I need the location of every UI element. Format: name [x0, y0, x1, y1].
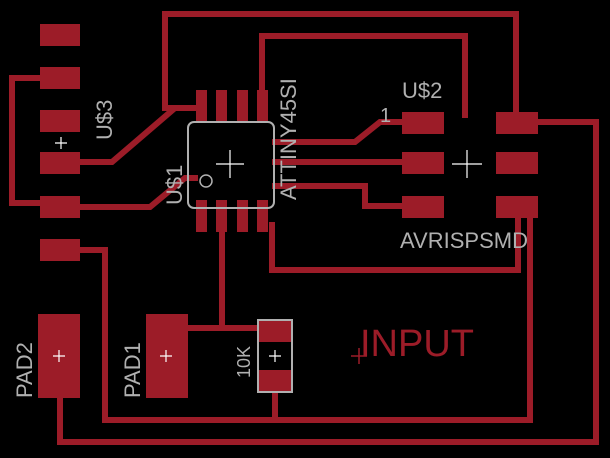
- u1-part-label: ATTINY45SI: [276, 78, 301, 200]
- trace-inner-top: [259, 33, 468, 118]
- resistor-pad-bottom: [258, 370, 292, 392]
- u1-pin-5: [257, 90, 268, 122]
- pad2: PAD2: [12, 314, 80, 398]
- u3-pad-5: [40, 196, 80, 218]
- u2-origin-cross: [452, 150, 482, 178]
- u2-pad-2: [496, 112, 538, 134]
- u3-header: U$3: [40, 24, 117, 261]
- u1-pin-1: [196, 200, 207, 232]
- input-label: INPUT: [360, 323, 474, 365]
- u1-pin-8: [196, 90, 207, 122]
- u2-pad-3: [402, 152, 444, 174]
- resistor-outline: [257, 319, 293, 393]
- trace-u2-pin1: [272, 119, 407, 145]
- u1-chip: U$1 ATTINY45SI: [162, 78, 301, 232]
- resistor-pad-top: [258, 320, 292, 342]
- u1-pin1-marker: [199, 174, 213, 188]
- resistor-label: 10K: [234, 346, 254, 378]
- u2-pad-6: [496, 196, 538, 218]
- u1-pin-4: [257, 200, 268, 232]
- pad1: PAD1: [120, 314, 188, 398]
- u3-pad-6: [40, 239, 80, 261]
- u3-pad-2: [40, 67, 80, 89]
- u2-header: U$2 1 AVRISPSMD: [380, 78, 538, 253]
- u2-pin1-label: 1: [380, 105, 391, 127]
- trace-u3-diagonal: [77, 105, 205, 165]
- resistor-origin-cross: [269, 350, 281, 362]
- u3-pad-1: [40, 24, 80, 46]
- u1-body-outline: [187, 121, 275, 209]
- resistor-10k: 10K: [234, 319, 293, 393]
- u1-pin-2: [216, 200, 227, 232]
- trace-right-edge: [57, 119, 599, 445]
- u2-part-label: AVRISPSMD: [400, 228, 528, 253]
- trace-chip-bottom: [269, 212, 521, 273]
- u2-label: U$2: [402, 78, 442, 103]
- u1-pin-3: [237, 200, 248, 232]
- trace-u3-left-bus: [9, 75, 45, 206]
- u3-pad-4: [40, 152, 80, 174]
- u2-pad-5: [402, 196, 444, 218]
- u3-pad-3: [40, 110, 80, 132]
- u2-pad-1: [402, 112, 444, 134]
- trace-u2-low: [272, 183, 407, 209]
- u1-origin-cross: [216, 150, 244, 178]
- u3-label: U$3: [92, 100, 117, 140]
- input-origin-cross: [351, 348, 367, 364]
- traces: [9, 11, 599, 445]
- trace-u3-to-chip: [77, 175, 198, 210]
- u2-pad-4: [496, 152, 538, 174]
- pad2-label: PAD2: [12, 342, 37, 398]
- pad1-label: PAD1: [120, 342, 145, 398]
- pad1-origin-cross: [160, 350, 172, 362]
- pad2-origin-cross: [53, 350, 65, 362]
- u1-label: U$1: [162, 165, 187, 205]
- u1-pin-6: [237, 90, 248, 122]
- u1-pin-7: [216, 90, 227, 122]
- u3-origin-cross: [55, 137, 67, 149]
- input-marker: INPUT: [351, 323, 474, 365]
